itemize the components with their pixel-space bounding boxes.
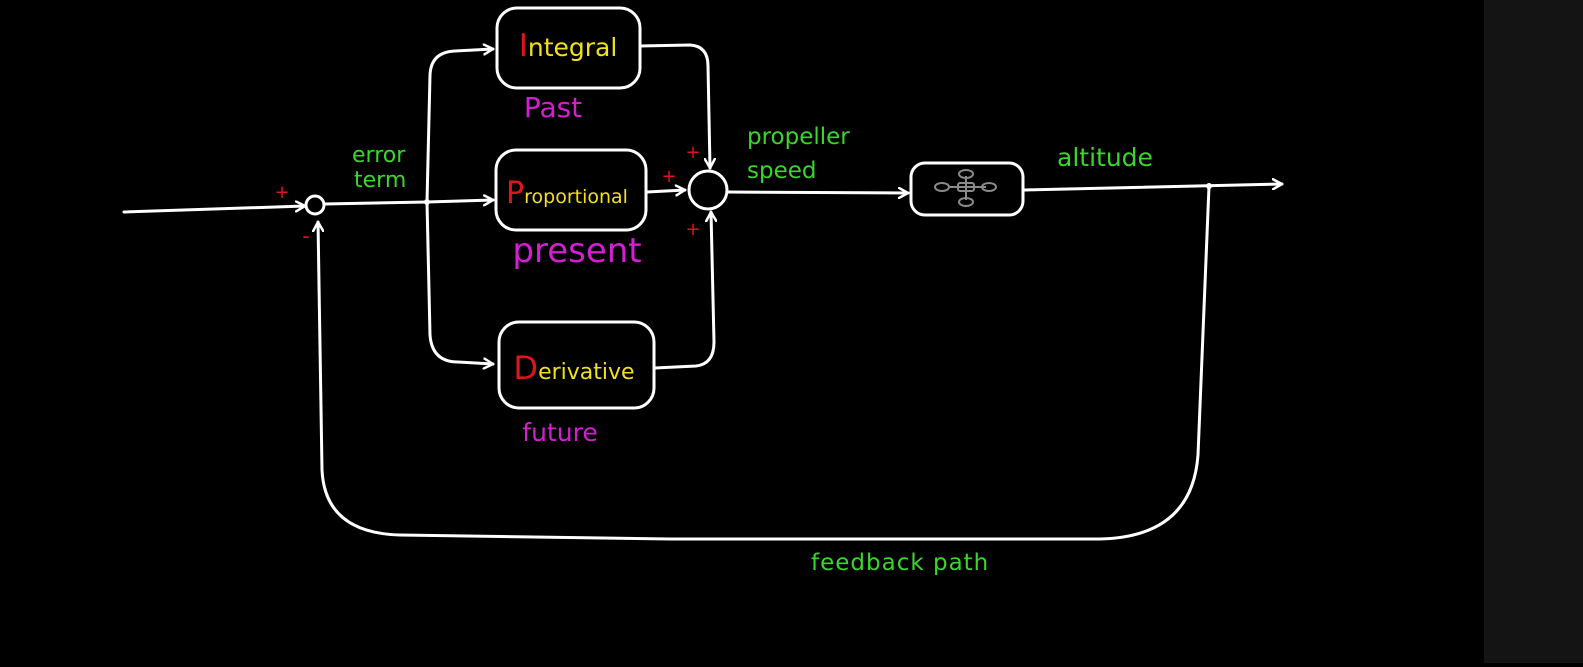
proportional-block: Proportional: [494, 148, 648, 232]
error-term-label-line1: error: [352, 143, 406, 168]
feedback-path-wire: [318, 184, 1211, 541]
drone-icon: [934, 169, 997, 207]
derivative-rest: erivative: [538, 360, 635, 385]
integral-time-label: Past: [524, 91, 582, 124]
derivative-block: Derivative: [497, 320, 656, 410]
proportional-block-label: Proportional: [506, 176, 628, 211]
error-term-wire: [322, 200, 429, 206]
plant-block: [909, 161, 1025, 217]
input-plus-sign: +: [274, 182, 289, 203]
propeller-speed-label-line2: speed: [747, 158, 816, 184]
derivative-plus-sign: +: [685, 219, 700, 240]
integral-plus-sign: +: [685, 142, 700, 163]
integral-initial: I: [519, 28, 528, 64]
feedback-minus-sign: -: [302, 224, 309, 248]
error-summing-junction: [304, 194, 326, 216]
propeller-speed-wire: [725, 192, 910, 193]
proportional-rest: roportional: [524, 186, 628, 208]
error-term-label-line2: term: [354, 168, 406, 193]
pid-block-diagram: Integral Past Proportional present Deriv…: [122, 6, 1284, 576]
derivative-initial: D: [513, 349, 538, 387]
derivative-time-label: future: [522, 418, 597, 447]
derivative-output-wire: [653, 210, 714, 370]
altitude-label: altitude: [1057, 143, 1153, 172]
derivative-block-label: Derivative: [513, 349, 634, 387]
integral-rest: ntegral: [528, 33, 617, 62]
diagram-canvas: Integral Past Proportional present Deriv…: [122, 6, 1284, 576]
proportional-initial: P: [506, 176, 524, 211]
integral-output-wire: [638, 43, 710, 170]
controller-summing-junction: [687, 169, 729, 211]
wire-to-derivative: [425, 200, 495, 364]
proportional-output-wire: [645, 190, 687, 192]
integral-block: Integral: [495, 6, 642, 90]
proportional-time-label: present: [512, 231, 641, 271]
feedback-path-label: feedback path: [811, 550, 989, 576]
wire-to-proportional: [425, 200, 495, 202]
proportional-plus-sign: +: [661, 166, 676, 187]
input-wire: [122, 206, 307, 214]
propeller-speed-label-line1: propeller: [747, 124, 850, 150]
integral-block-label: Integral: [519, 28, 618, 64]
wire-to-integral: [425, 49, 495, 204]
side-strip: [1484, 0, 1583, 663]
altitude-output-wire: [1022, 184, 1284, 192]
